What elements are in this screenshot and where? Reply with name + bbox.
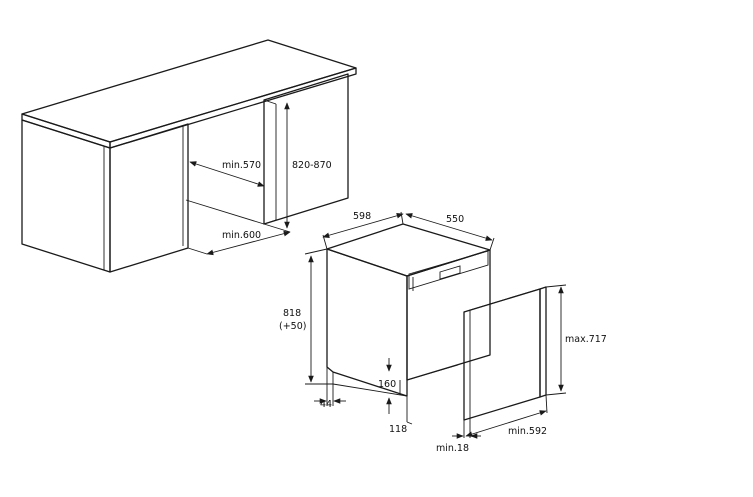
- control-panel: [408, 250, 489, 290]
- niche-width-label: min.600: [222, 230, 261, 241]
- display-window: [439, 265, 461, 280]
- appliance-depth-label: 550: [446, 214, 464, 225]
- foot-offset-label: 44: [320, 399, 332, 410]
- worktop-side-edge: [109, 67, 357, 149]
- panel-height-label: max.717: [565, 334, 607, 345]
- foot-offset-dimension: 44: [314, 367, 346, 410]
- dishwasher: [326, 223, 491, 422]
- panel-height-dimension: max.717: [545, 284, 607, 396]
- panel-width-dimension: min.592: [463, 394, 548, 438]
- plinth-depth-dimension: 118: [389, 421, 413, 435]
- niche-depth-dimension: min.570: [189, 160, 265, 187]
- appliance-height-dimension: 818 (+50): [279, 248, 333, 385]
- panel-edge: [539, 286, 547, 398]
- appliance-width-label: 598: [353, 211, 371, 222]
- furniture-panel: [463, 286, 547, 421]
- worktop-top: [21, 39, 357, 143]
- dishwasher-side: [326, 248, 408, 397]
- appliance-width-dimension: 598: [322, 211, 404, 250]
- appliance-height-label-2: (+50): [279, 321, 306, 332]
- left-cabinet: [21, 119, 189, 273]
- niche-height-label: 820-870: [292, 160, 332, 171]
- kitchen-cabinet: min.570 820-870 min.600: [21, 39, 357, 273]
- appliance-height-label-1: 818: [283, 308, 301, 319]
- plinth-height-dimension: 160: [378, 358, 396, 414]
- panel-thickness-dimension: min.18: [436, 418, 481, 454]
- panel-width-label: min.592: [508, 426, 547, 437]
- panel-top-edge: [463, 286, 547, 313]
- plinth-depth-label: 118: [389, 424, 407, 435]
- panel-thickness-label: min.18: [436, 443, 469, 454]
- plinth-height-label: 160: [378, 379, 396, 390]
- worktop-front-edge: [21, 113, 111, 149]
- niche-depth-label: min.570: [222, 160, 261, 171]
- niche-width-dimension: min.600: [206, 230, 291, 256]
- right-cabinet: [263, 73, 349, 225]
- appliance-depth-dimension: 550: [405, 213, 495, 251]
- niche-height-dimension: 820-870: [284, 102, 332, 229]
